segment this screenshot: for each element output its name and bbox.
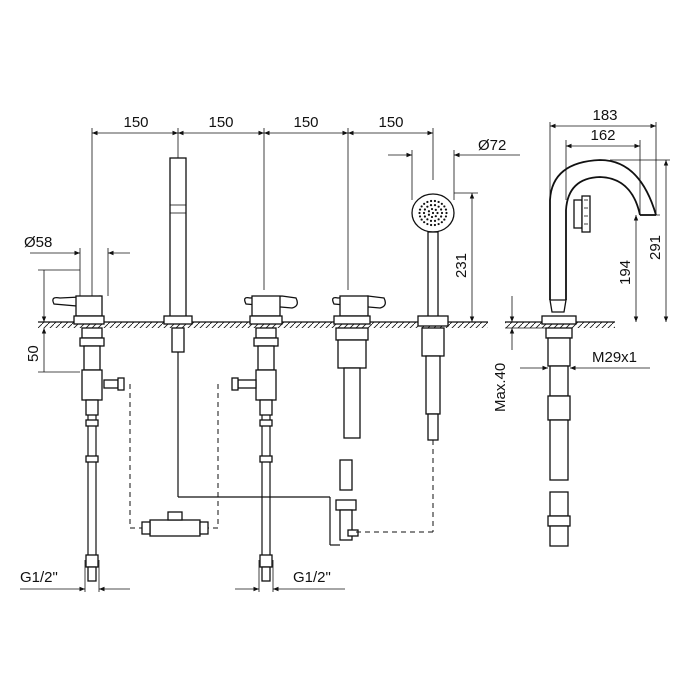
- nozzle-dot: [426, 200, 429, 204]
- nozzle-dot: [437, 222, 440, 226]
- spout-side-view: [541, 159, 657, 547]
- nozzle-dot: [440, 221, 443, 224]
- nozzle-dot: [420, 205, 423, 208]
- dim-inlet-left: G1/2": [20, 569, 58, 586]
- nozzle-dot: [426, 222, 429, 226]
- nozzle-dot: [434, 208, 437, 211]
- nozzle-dot: [426, 205, 429, 208]
- nozzle-dot: [429, 223, 433, 227]
- spout-reach-dimensions: 183 162: [549, 107, 657, 215]
- connection-lines: [129, 384, 219, 529]
- tee-connector: [141, 511, 209, 537]
- inlet-labels: G1/2" G1/2": [20, 569, 345, 592]
- nozzle-dot: [423, 221, 426, 224]
- nozzle-dot: [433, 204, 437, 207]
- dim-spout-total-height: 291: [647, 235, 664, 260]
- nozzle-dot: [437, 205, 440, 208]
- nozzle-dot: [427, 213, 431, 216]
- nozzle-dot: [440, 211, 444, 215]
- nozzle-dot: [418, 208, 422, 211]
- dim-spout-outlet-height: 194: [617, 260, 634, 285]
- handshower: [356, 193, 455, 533]
- nozzle-dot: [430, 207, 434, 211]
- dim-spacing-4: 150: [378, 114, 403, 131]
- dim-thread: M29x1: [592, 349, 637, 366]
- dim-max-deck: Max.40: [492, 363, 509, 412]
- nozzle-dot: [427, 210, 431, 213]
- nozzle-dot: [430, 215, 434, 219]
- nozzle-dot: [418, 215, 422, 218]
- spacing-dimension-chain: 150 150 150 150: [91, 114, 434, 300]
- lever-diameter-dimension: Ø58: [24, 234, 130, 296]
- left-lever-valve: [52, 295, 125, 592]
- dim-handshower-diameter: Ø72: [478, 137, 506, 154]
- nozzle-dot: [444, 208, 448, 211]
- handshower-height-dimension: 231: [453, 192, 478, 322]
- nozzle-dot: [433, 223, 437, 227]
- nozzle-dot: [426, 218, 429, 221]
- nozzle-dot: [429, 204, 433, 207]
- dim-lever-diameter: Ø58: [24, 234, 52, 251]
- dim-handshower-height: 231: [453, 253, 470, 278]
- handshower-nozzles: [418, 199, 448, 227]
- spout-height-dimensions: 194 291: [610, 159, 670, 322]
- nozzle-dot: [437, 200, 440, 204]
- nozzle-dot: [440, 215, 443, 218]
- nozzle-dot: [423, 208, 426, 211]
- nozzle-dot: [429, 199, 433, 203]
- nozzle-dot: [431, 211, 435, 215]
- handshower-diameter-dimension: Ø72: [388, 137, 520, 200]
- right-lever-valve: [231, 295, 298, 592]
- nozzle-dot: [423, 202, 426, 205]
- nozzle-dot: [436, 211, 439, 215]
- max-deck-dimension: Max.40: [492, 296, 546, 412]
- dim-spout-inner-reach: 162: [590, 127, 615, 144]
- nozzle-dot: [420, 218, 423, 221]
- nozzle-dot: [434, 215, 437, 218]
- nozzle-dot: [440, 208, 443, 211]
- dim-spacing-2: 150: [208, 114, 233, 131]
- nozzle-dot: [444, 215, 448, 218]
- nozzle-dot: [443, 218, 446, 221]
- nozzle-dot: [433, 219, 437, 222]
- dim-spout-reach: 183: [592, 107, 617, 124]
- nozzle-dot: [423, 215, 426, 218]
- nozzle-dot: [422, 211, 426, 215]
- nozzle-dot: [445, 211, 448, 215]
- diverter-valve: [332, 295, 386, 541]
- dim-inlet-right: G1/2": [293, 569, 331, 586]
- nozzle-dot: [433, 199, 437, 203]
- nozzle-dot: [440, 202, 443, 205]
- nozzle-dot: [443, 205, 446, 208]
- nozzle-dot: [437, 218, 440, 221]
- center-riser: [163, 157, 340, 546]
- nozzle-dot: [418, 211, 421, 215]
- dim-spacing-3: 150: [293, 114, 318, 131]
- nozzle-dot: [429, 219, 433, 222]
- below-deck-dimension: 50: [25, 269, 80, 373]
- thread-dimension: M29x1: [520, 349, 650, 371]
- dim-spacing-1: 150: [123, 114, 148, 131]
- dim-below-deck: 50: [25, 345, 42, 362]
